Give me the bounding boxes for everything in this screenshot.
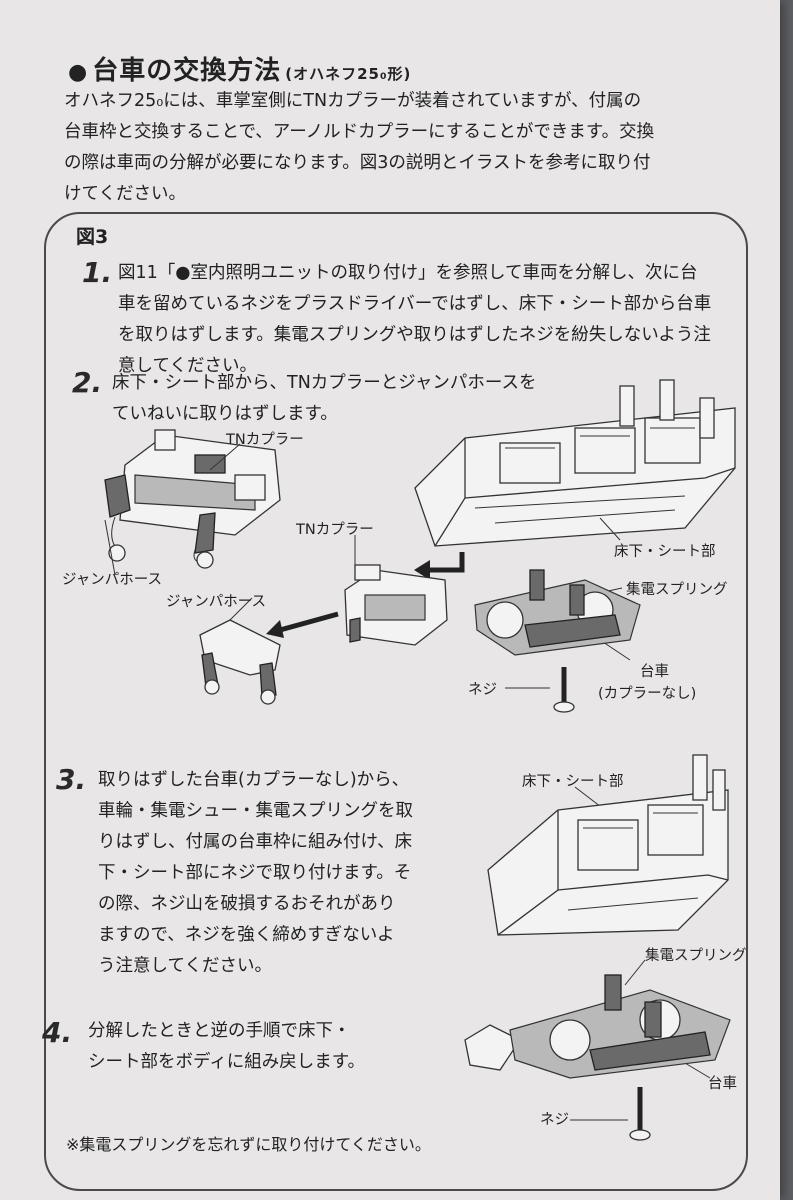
intro-paragraph: オハネフ25₀には、車掌室側にTNカプラーが装着されていますが、付属の 台車枠と…: [64, 86, 734, 210]
heading-bullet: ●: [68, 60, 89, 85]
jumper-hose-part-illustration: [199, 619, 281, 705]
bogie-illustration-2: [464, 974, 731, 1079]
intro-line: オハネフ25₀には、車掌室側にTNカプラーが装着されていますが、付属の: [64, 91, 642, 111]
callout-collector-spring-2: 集電スプリング: [645, 948, 747, 964]
step-line: 下・シート部にネジで取り付けます。そ: [98, 863, 412, 883]
callout-screw-2: ネジ: [540, 1112, 569, 1128]
callout-underfloor-seat-1: 床下・シート部: [614, 544, 716, 560]
callout-underfloor-seat-2: 床下・シート部: [522, 774, 624, 790]
move-arrow-1: [414, 552, 465, 580]
screw-illustration-2: [629, 1087, 651, 1141]
step-line: りはずし、付属の台車枠に組み付け、床: [98, 832, 413, 852]
screw-illustration-1: [553, 667, 575, 713]
intro-line: けてください。: [64, 184, 186, 204]
callout-bogie-no-coupler: (カプラーなし): [598, 686, 697, 702]
callout-bogie-2: 台車: [708, 1076, 737, 1092]
bogie-illustration-1: [474, 569, 641, 656]
underfloor-seat-illustration-2: [487, 754, 729, 936]
step-2-number: 2.: [72, 366, 103, 399]
heading-title: 台車の交換方法: [92, 56, 282, 86]
footnote: ※集電スプリングを忘れずに取り付けてください。: [66, 1135, 431, 1154]
callout-jumper-hose-1: ジャンパホース: [62, 572, 163, 588]
figure-label: 図3: [76, 226, 109, 248]
step-2-text: 床下・シート部から、TNカプラーとジャンパホースを ていねいに取りはずします。: [112, 368, 572, 430]
intro-line: の際は車両の分解が必要になります。図3の説明とイラストを参考に取り付: [64, 153, 651, 173]
step-line: を取りはずします。集電スプリングや取りはずしたネジを紛失しないよう注: [118, 325, 711, 345]
tn-coupler-assembly-illustration: [104, 429, 281, 569]
step-3-text: 取りはずした台車(カプラーなし)から、 車輪・集電シュー・集電スプリングを取 り…: [98, 765, 458, 982]
step-1-number: 1.: [82, 256, 113, 289]
step-line: ますので、ネジを強く締めすぎないよ: [98, 925, 395, 945]
callout-screw-1: ネジ: [468, 682, 497, 698]
step-line: 図11「●室内照明ユニットの取り付け」を参照して車両を分解し、次に台: [118, 263, 698, 283]
step-line: 意してください。: [118, 356, 257, 376]
callout-tn-coupler-2: TNカプラー: [296, 522, 374, 538]
callout-tn-coupler-1: TNカプラー: [226, 432, 304, 448]
step-line: 取りはずした台車(カプラーなし)から、: [98, 770, 410, 790]
step-line: 車を留めているネジをプラスドライバーではずし、床下・シート部から台車: [118, 294, 712, 314]
section-heading: ●台車の交換方法(オハネフ25₀形): [68, 50, 411, 87]
intro-line: 台車枠と交換することで、アーノルドカプラーにすることができます。交換: [64, 122, 655, 142]
step-line: の際、ネジ山を破損するおそれがあり: [98, 894, 396, 914]
step-line: 床下・シート部から、TNカプラーとジャンパホースを: [112, 373, 537, 393]
callout-collector-spring-1: 集電スプリング: [626, 582, 728, 598]
callout-bogie-1: 台車: [640, 664, 669, 680]
step-3-number: 3.: [56, 763, 87, 796]
underfloor-seat-illustration-1: [414, 379, 736, 547]
figure-frame: [44, 212, 748, 1191]
step-line: 車輪・集電シュー・集電スプリングを取: [98, 801, 413, 821]
step-1-text: 図11「●室内照明ユニットの取り付け」を参照して車両を分解し、次に台 車を留めて…: [118, 258, 718, 382]
heading-subtitle: (オハネフ25₀形): [285, 65, 412, 83]
step-4-number: 4.: [42, 1016, 73, 1049]
step-line: ていねいに取りはずします。: [112, 404, 338, 424]
move-arrow-2: [266, 611, 339, 638]
callout-jumper-hose-2: ジャンパホース: [166, 594, 267, 610]
step-line: シート部をボディに組み戻します。: [88, 1052, 366, 1072]
tn-coupler-part-illustration: [344, 564, 448, 646]
step-line: 分解したときと逆の手順で床下・: [88, 1021, 351, 1041]
step-line: う注意してください。: [98, 956, 272, 976]
step-4-text: 分解したときと逆の手順で床下・ シート部をボディに組み戻します。: [88, 1016, 448, 1078]
